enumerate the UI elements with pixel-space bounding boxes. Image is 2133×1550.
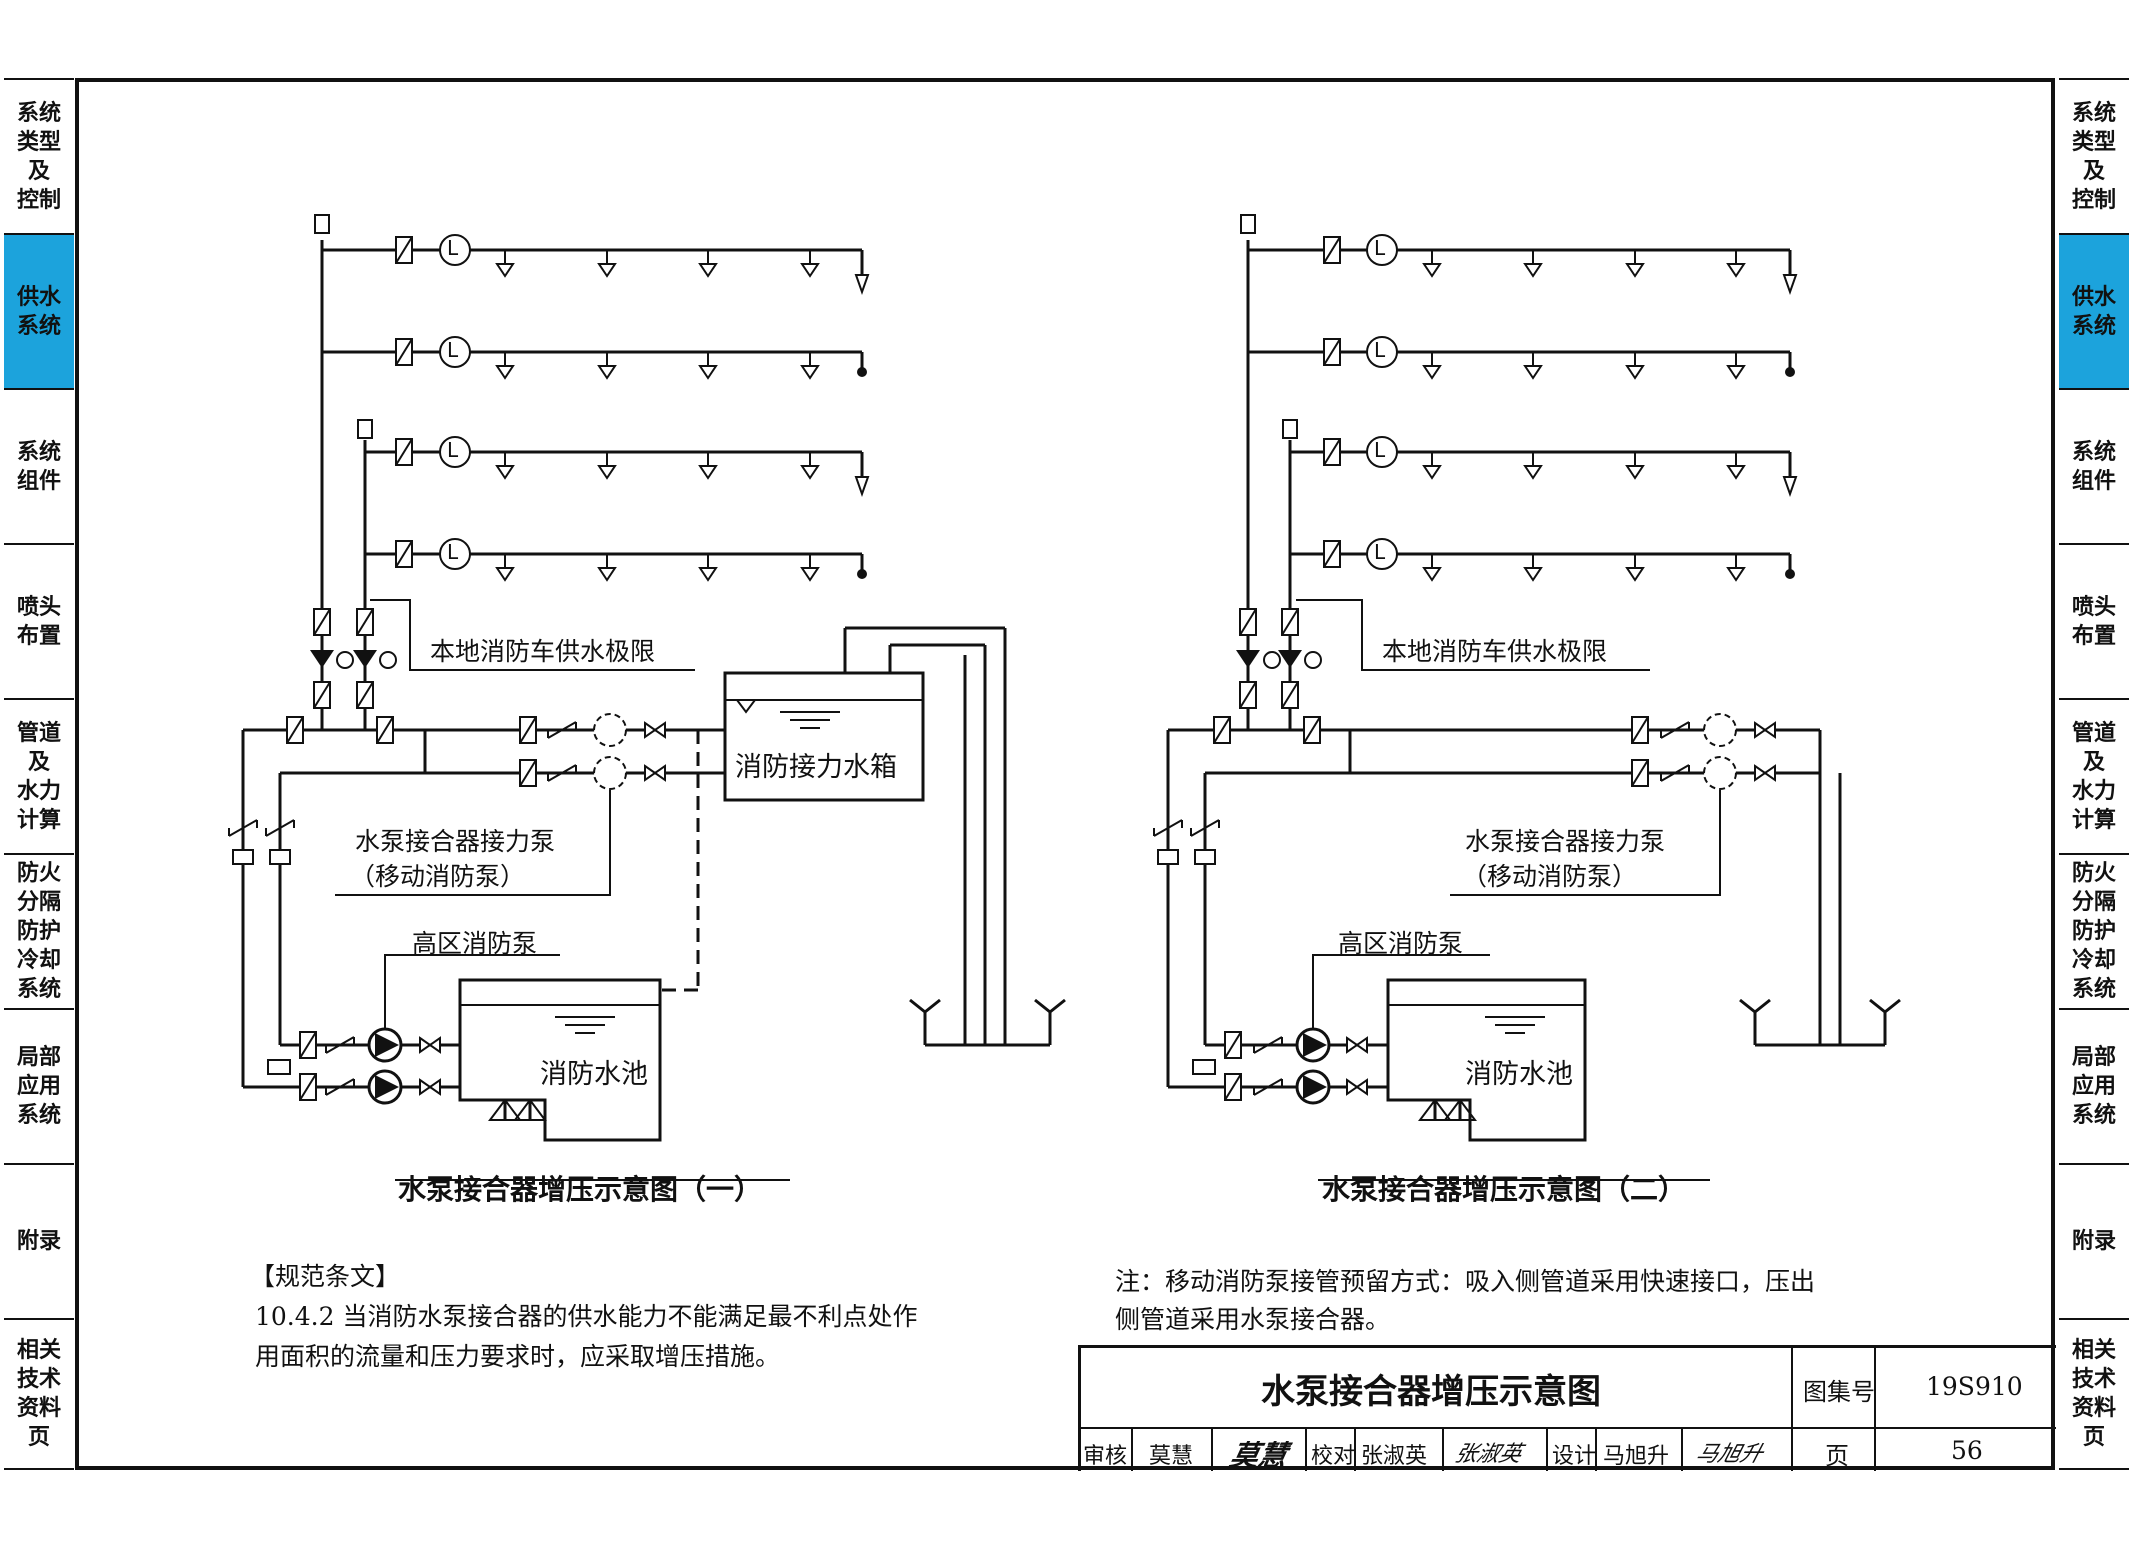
- side-tab-components[interactable]: 系统 组件: [4, 388, 74, 543]
- leader-lines: [335, 599, 1721, 1181]
- side-tab-local-application[interactable]: 局部 应用 系统: [2059, 1008, 2129, 1163]
- side-tab-sprinkler-layout[interactable]: 喷头 布置: [2059, 543, 2129, 698]
- diagram1-relay-pump-label: 水泵接合器接力泵: [355, 827, 556, 856]
- page-number: 56: [1951, 1436, 1983, 1465]
- flow-meter-icon: L: [447, 236, 459, 260]
- side-tab-appendix[interactable]: 附录: [2059, 1163, 2129, 1318]
- diagram1-high-zone-pump-label: 高区消防泵: [412, 929, 538, 958]
- flow-meter-icon: L: [447, 540, 459, 564]
- review-signature: 莫慧: [1227, 1439, 1291, 1472]
- diagram2-fittings: [1153, 214, 1901, 1121]
- diagram2-supply-limit-label: 本地消防车供水极限: [1382, 637, 1608, 666]
- diagram1-title: 水泵接合器增压示意图（一）: [398, 1173, 763, 1206]
- review-label: 审核: [1083, 1444, 1128, 1469]
- atlas-number: 19S910: [1926, 1372, 2023, 1401]
- note-line-1: 注：移动消防泵接管预留方式：吸入侧管道采用快速接口，压出: [1115, 1267, 1816, 1296]
- title-block-grid: [1078, 1345, 2056, 1471]
- drawing-frame: [75, 78, 2055, 1470]
- diagram1-relay-pump-sub: （移动消防泵）: [350, 862, 526, 891]
- side-tab-related-info[interactable]: 相关 技术 资料 页: [4, 1318, 74, 1470]
- design-signature: 马旭升: [1692, 1442, 1766, 1467]
- flow-meter-icon: L: [1374, 236, 1386, 260]
- side-tab-fire-separation[interactable]: 防火 分隔 防护 冷却 系统: [4, 853, 74, 1008]
- flow-meter-icon: L: [447, 338, 459, 362]
- design-name: 马旭升: [1603, 1444, 1670, 1469]
- diagram2-relay-pump-label: 水泵接合器接力泵: [1465, 827, 1666, 856]
- flow-meter-icon: L: [1374, 540, 1386, 564]
- diagram2-title: 水泵接合器增压示意图（二）: [1322, 1173, 1687, 1206]
- flow-meter-icon: L: [447, 438, 459, 462]
- title-block-title: 水泵接合器增压示意图: [1261, 1372, 1601, 1412]
- diagram1-supply-limit-label: 本地消防车供水极限: [430, 637, 656, 666]
- spec-heading: 【规范条文】: [250, 1262, 401, 1291]
- side-tab-related-info[interactable]: 相关 技术 资料 页: [2059, 1318, 2129, 1470]
- side-tab-water-supply[interactable]: 供水 系统: [4, 233, 74, 388]
- flow-meter-icon: L: [1374, 338, 1386, 362]
- side-tab-local-application[interactable]: 局部 应用 系统: [4, 1008, 74, 1163]
- diagram1-main-piping: [241, 626, 1052, 1142]
- side-tab-piping[interactable]: 管道 及 水力 计算: [4, 698, 74, 853]
- side-tab-water-supply[interactable]: 供水 系统: [2059, 233, 2129, 388]
- diagram1-fire-pool-label: 消防水池: [540, 1059, 648, 1090]
- flow-meter-icon: L: [1374, 438, 1386, 462]
- design-label: 设计: [1552, 1444, 1597, 1469]
- diagram1-relay-tank-label: 消防接力水箱: [735, 752, 897, 783]
- diagram1-fittings: [228, 214, 1066, 1121]
- check-label: 校对: [1311, 1444, 1356, 1469]
- side-tab-appendix[interactable]: 附录: [4, 1163, 74, 1318]
- check-name: 张淑英: [1361, 1444, 1428, 1469]
- review-name: 莫慧: [1149, 1444, 1194, 1469]
- side-tab-sprinkler-layout[interactable]: 喷头 布置: [4, 543, 74, 698]
- atlas-label: 图集号: [1803, 1378, 1875, 1406]
- title-block: 水泵接合器增压示意图 图集号 19S910 页 56 审核 莫慧 莫慧 校对 张…: [1078, 1345, 2056, 1472]
- page-label: 页: [1825, 1442, 1849, 1470]
- side-tab-piping[interactable]: 管道 及 水力 计算: [2059, 698, 2129, 853]
- spec-line-2: 用面积的流量和压力要求时，应采取增压措施。: [255, 1342, 781, 1371]
- side-tab-system-types[interactable]: 系统 类型 及 控制: [2059, 78, 2129, 233]
- side-tab-components[interactable]: 系统 组件: [2059, 388, 2129, 543]
- side-tab-fire-separation[interactable]: 防火 分隔 防护 冷却 系统: [2059, 853, 2129, 1008]
- side-tab-system-types[interactable]: 系统 类型 及 控制: [4, 78, 74, 233]
- diagram2-relay-pump-sub: （移动消防泵）: [1462, 862, 1638, 891]
- diagram2-fire-pool-label: 消防水池: [1465, 1059, 1573, 1090]
- diagram2-high-zone-pump-label: 高区消防泵: [1338, 929, 1464, 958]
- note-line-2: 侧管道采用水泵接合器。: [1115, 1305, 1391, 1334]
- spec-line-1: 10.4.2 当消防水泵接合器的供水能力不能满足最不利点处作: [255, 1302, 918, 1331]
- check-signature: 张淑英: [1451, 1442, 1525, 1467]
